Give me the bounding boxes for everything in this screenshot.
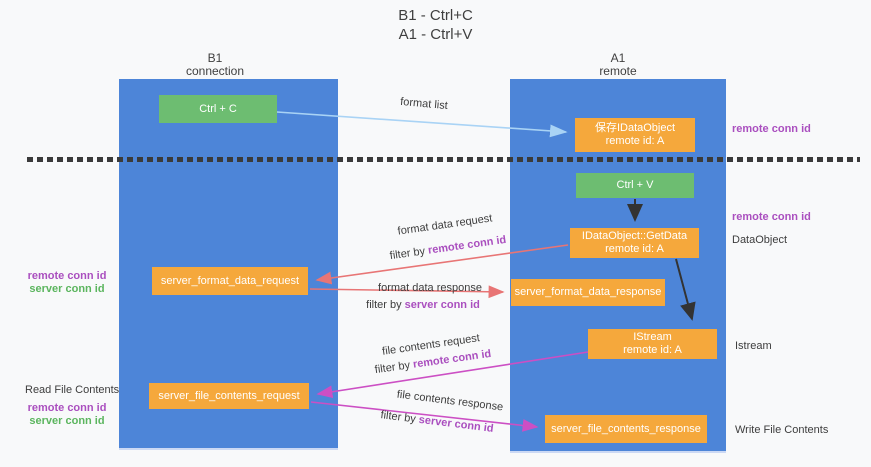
node-server-file-contents-response[interactable]: server_file_contents_response bbox=[545, 415, 707, 443]
istream-side-label: Istream bbox=[735, 340, 772, 352]
write-file-contents-label: Write File Contents bbox=[735, 424, 829, 436]
file-contents-response-arrow bbox=[310, 401, 539, 432]
node-ctrl-c[interactable]: Ctrl + C bbox=[159, 95, 277, 123]
server-conn-id-text: server conn id bbox=[404, 299, 480, 311]
node-save-idataobject-line1: 保存IDataObject bbox=[594, 122, 676, 134]
node-server-format-data-request[interactable]: server_format_data_request bbox=[152, 267, 308, 295]
node-getdata-line2: remote id: A bbox=[605, 243, 664, 255]
node-server-format-data-request-label: server_format_data_request bbox=[160, 274, 300, 287]
left-server-conn-id-bottom: server conn id bbox=[29, 415, 105, 427]
right-lane-header-line1: A1 bbox=[610, 51, 626, 65]
node-server-file-contents-request[interactable]: server_file_contents_request bbox=[149, 383, 309, 409]
format-data-response-filter-label: filter by server conn id bbox=[366, 299, 480, 311]
node-istream[interactable]: IStream remote id: A bbox=[588, 329, 717, 359]
right-lane-header: A1 remote bbox=[558, 52, 678, 78]
node-save-idataobject[interactable]: 保存IDataObject remote id: A bbox=[575, 118, 695, 152]
phase-separator-dashed-line bbox=[27, 157, 860, 162]
right-lane-header-line2: remote bbox=[599, 64, 637, 78]
left-lane-header-line1: B1 bbox=[207, 51, 223, 65]
dataobject-label: DataObject bbox=[732, 234, 788, 246]
left-lane-header-line2: connection bbox=[185, 64, 245, 78]
node-save-idataobject-line2: remote id: A bbox=[605, 135, 665, 147]
format-data-response-arrow bbox=[309, 285, 505, 299]
node-ctrl-c-label: Ctrl + C bbox=[199, 102, 237, 115]
format-data-request-arrow bbox=[315, 244, 569, 285]
node-server-file-contents-response-label: server_file_contents_response bbox=[551, 422, 701, 435]
node-server-format-data-response[interactable]: server_format_data_response bbox=[511, 279, 665, 306]
left-conn-id-stack-top: remote conn id server conn id bbox=[22, 270, 112, 296]
left-remote-conn-id-bottom: remote conn id bbox=[27, 402, 107, 414]
left-lane-header: B1 connection bbox=[155, 52, 275, 78]
right-remote-conn-id-top: remote conn id bbox=[732, 123, 811, 135]
diagram-title: B1 - Ctrl+C A1 - Ctrl+V bbox=[0, 6, 871, 44]
node-ctrl-v[interactable]: Ctrl + V bbox=[576, 173, 694, 198]
format-list-arrow bbox=[276, 111, 568, 138]
right-remote-conn-id-mid: remote conn id bbox=[732, 211, 811, 223]
node-istream-line1: IStream bbox=[633, 331, 672, 343]
left-remote-conn-id-top: remote conn id bbox=[27, 270, 107, 282]
node-idataobject-getdata[interactable]: IDataObject::GetData remote id: A bbox=[570, 228, 699, 258]
file-contents-request-arrow bbox=[316, 351, 589, 399]
filter-by-text: filter by bbox=[366, 299, 405, 311]
node-istream-line2: remote id: A bbox=[623, 344, 682, 356]
left-server-conn-id-top: server conn id bbox=[29, 283, 105, 295]
node-server-format-data-response-label: server_format_data_response bbox=[514, 286, 662, 298]
node-getdata-line1: IDataObject::GetData bbox=[581, 230, 688, 242]
title-line-1: B1 - Ctrl+C bbox=[398, 7, 473, 24]
title-line-2: A1 - Ctrl+V bbox=[398, 26, 473, 43]
read-file-contents-label: Read File Contents bbox=[25, 384, 120, 396]
format-data-response-label: format data response bbox=[378, 282, 482, 294]
getdata-to-istream-arrow bbox=[675, 258, 696, 321]
left-conn-id-stack-bottom: remote conn id server conn id bbox=[22, 402, 112, 428]
node-server-file-contents-request-label: server_file_contents_request bbox=[158, 389, 300, 402]
node-ctrl-v-label: Ctrl + V bbox=[616, 179, 654, 191]
